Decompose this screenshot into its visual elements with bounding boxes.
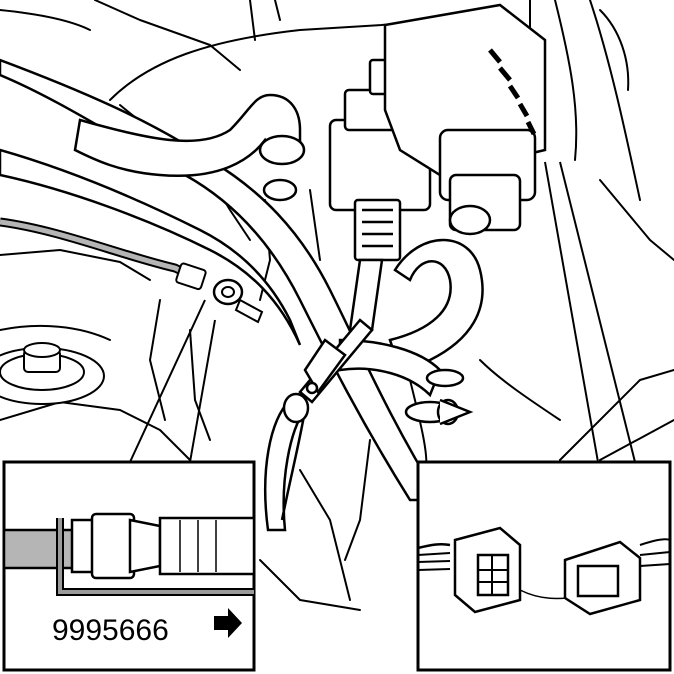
arrow-right-icon	[214, 608, 242, 638]
hose-clamp-icon	[404, 368, 474, 426]
electrical-connector-icon	[417, 526, 671, 616]
part-number-label: 9995666	[52, 614, 169, 647]
inset-pipe	[2, 512, 256, 596]
connector-housing	[383, 3, 547, 236]
inset-electrical-connector	[416, 161, 672, 672]
right-hose	[338, 238, 484, 398]
upper-hose	[73, 93, 306, 202]
fuel-pipe	[0, 217, 264, 324]
engine-background	[0, 0, 674, 611]
pliers-icon	[264, 318, 374, 532]
inset-quick-connector: 9995666	[2, 299, 256, 672]
mounting-bolt	[0, 342, 105, 405]
vacuum-pipe	[348, 258, 384, 332]
